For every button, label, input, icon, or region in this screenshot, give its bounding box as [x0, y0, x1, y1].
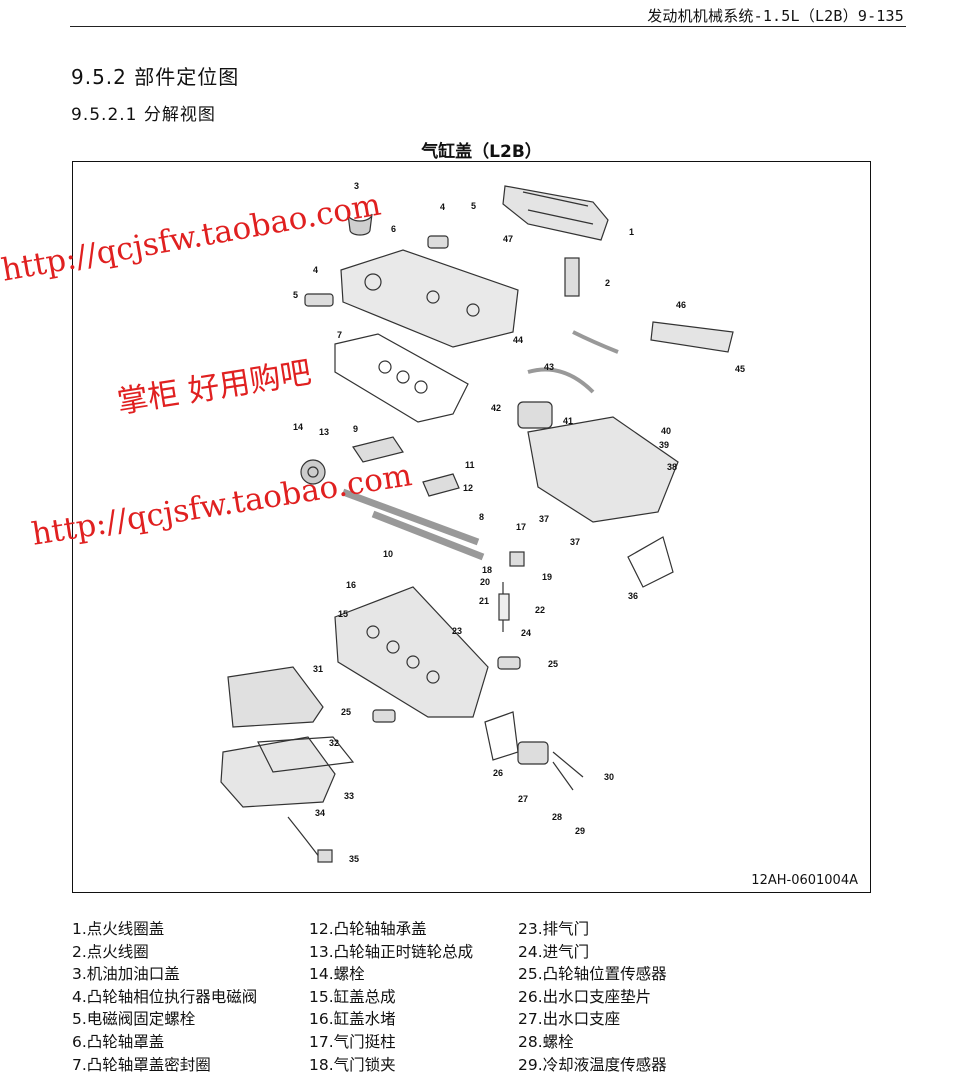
legend-item: 1.点火线圈盖: [72, 920, 165, 938]
callout-number: 47: [503, 234, 513, 244]
callout-number: 43: [544, 362, 554, 372]
callout-number: 40: [661, 426, 671, 436]
callout-number: 18: [482, 565, 492, 575]
callout-number: 4: [440, 202, 445, 212]
callout-number: 13: [319, 427, 329, 437]
callout-number: 17: [516, 522, 526, 532]
section-title: 9.5.2 部件定位图: [71, 65, 240, 89]
legend-item: 26.出水口支座垫片: [518, 987, 652, 1006]
callout-number: 6: [391, 224, 396, 234]
callout-number: 9: [353, 424, 358, 434]
callout-number: 24: [521, 628, 531, 638]
callout-number: 42: [491, 403, 501, 413]
callout-number: 39: [659, 440, 669, 450]
page-header: 发动机机械系统-1.5L（L2B）9-135: [70, 0, 906, 27]
callout-number: 38: [667, 462, 677, 472]
callout-number: 41: [563, 416, 573, 426]
callout-number: 34: [315, 808, 325, 818]
callout-number: 27: [518, 794, 528, 804]
legend-item: 2.点火线圈: [72, 942, 149, 961]
callout-number: 12: [463, 483, 473, 493]
callout-number: 11: [465, 460, 475, 470]
callout-number: 30: [604, 772, 614, 782]
legend-item: 7.凸轮轴罩盖密封圈: [72, 1055, 211, 1074]
figure-code: 12AH-0601004A: [751, 873, 858, 888]
legend-item: 17.气门挺柱: [309, 1032, 396, 1051]
callout-number: 14: [293, 422, 303, 432]
callout-number: 44: [513, 335, 523, 345]
legend-item: 23.排气门: [518, 920, 590, 938]
callout-number: 25: [548, 659, 558, 669]
callout-number: 8: [479, 512, 484, 522]
callout-number: 3: [354, 181, 359, 191]
legend-item: 13.凸轮轴正时链轮总成: [309, 942, 474, 961]
legend-item: 4.凸轮轴相位执行器电磁阀: [72, 987, 258, 1006]
callout-number: 37: [539, 514, 549, 524]
legend-item: 24.进气门: [518, 942, 590, 961]
callout-number: 2: [605, 278, 610, 288]
callout-number: 26: [493, 768, 503, 778]
callout-number: 5: [471, 201, 476, 211]
callout-number: 25: [341, 707, 351, 717]
callout-number: 35: [349, 854, 359, 864]
callout-number: 45: [735, 364, 745, 374]
legend-item: 18.气门锁夹: [309, 1055, 396, 1074]
legend-item: 14.螺栓: [309, 965, 365, 984]
callout-number: 20: [480, 577, 490, 587]
callout-number: 1: [629, 227, 634, 237]
legend-item: 16.缸盖水堵: [309, 1010, 396, 1029]
callout-number: 32: [329, 738, 339, 748]
callout-number: 10: [383, 549, 393, 559]
section-subtitle: 9.5.2.1 分解视图: [71, 105, 216, 125]
legend-column-2: 12.凸轮轴轴承盖 13.凸轮轴正时链轮总成 14.螺栓 15.缸盖总成 16.…: [309, 918, 473, 1076]
callout-number: 19: [542, 572, 552, 582]
callout-number: 23: [452, 626, 462, 636]
callout-number: 22: [535, 605, 545, 615]
callout-number: 29: [575, 826, 585, 836]
legend-item: 27.出水口支座: [518, 1010, 621, 1029]
callout-number: 4: [313, 265, 318, 275]
legend-item: 5.电磁阀固定螺栓: [72, 1010, 196, 1029]
legend-item: 28.螺栓: [518, 1032, 574, 1051]
legend-column-1: 1.点火线圈盖 2.点火线圈 3.机油加油口盖 4.凸轮轴相位执行器电磁阀 5.…: [72, 918, 257, 1076]
callout-number: 21: [479, 596, 489, 606]
callout-number: 33: [344, 791, 354, 801]
callout-number: 31: [313, 664, 323, 674]
callout-number: 5: [293, 290, 298, 300]
callout-number: 28: [552, 812, 562, 822]
figure-title: 气缸盖（L2B）: [421, 142, 542, 162]
legend-item: 15.缸盖总成: [309, 987, 396, 1006]
callout-number: 16: [346, 580, 356, 590]
legend-item: 6.凸轮轴罩盖: [72, 1032, 165, 1051]
callout-number: 37: [570, 537, 580, 547]
legend-column-3: 23.排气门 24.进气门 25.凸轮轴位置传感器 26.出水口支座垫片 27.…: [518, 918, 667, 1076]
callout-number: 15: [338, 609, 348, 619]
legend-item: 25.凸轮轴位置传感器: [518, 965, 667, 984]
legend-item: 29.冷却液温度传感器: [518, 1055, 667, 1074]
callout-number: 36: [628, 591, 638, 601]
header-text: 发动机机械系统-1.5L（L2B）9-135: [647, 7, 904, 25]
callout-number: 46: [676, 300, 686, 310]
legend-item: 12.凸轮轴轴承盖: [309, 920, 427, 938]
legend-item: 3.机油加油口盖: [72, 965, 180, 984]
callout-number: 7: [337, 330, 342, 340]
